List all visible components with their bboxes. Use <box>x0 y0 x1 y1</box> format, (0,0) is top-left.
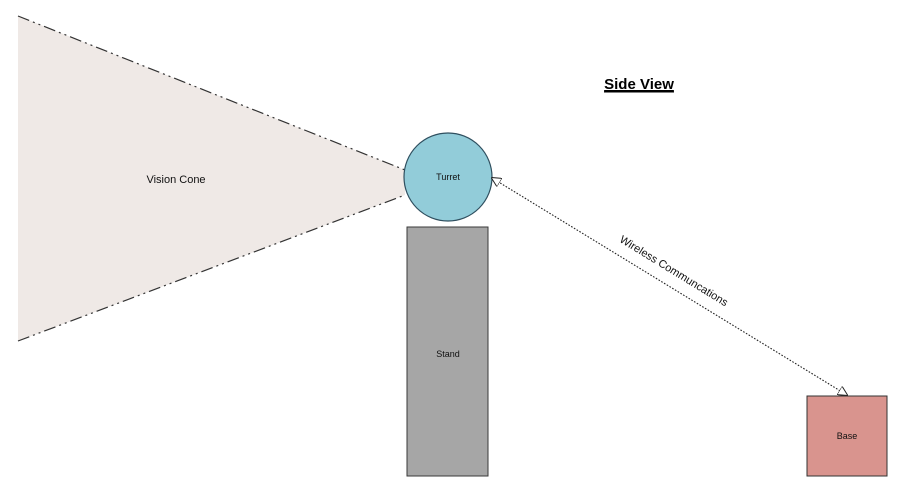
stand-label: Stand <box>436 349 460 359</box>
wireless-link-arrow <box>492 178 847 395</box>
vision-cone-label: Vision Cone <box>146 174 205 186</box>
turret-label: Turret <box>436 172 460 182</box>
base-shape <box>806 395 888 477</box>
vision-cone-lower-edge <box>17 194 406 342</box>
vision-cone-upper-edge <box>17 15 406 171</box>
stand-shape <box>406 226 489 477</box>
page-title: Side View <box>604 76 674 93</box>
wireless-link-label: Wireless Communcations <box>617 234 730 310</box>
base-label: Base <box>837 431 858 441</box>
vision-cone-shape <box>18 16 405 341</box>
